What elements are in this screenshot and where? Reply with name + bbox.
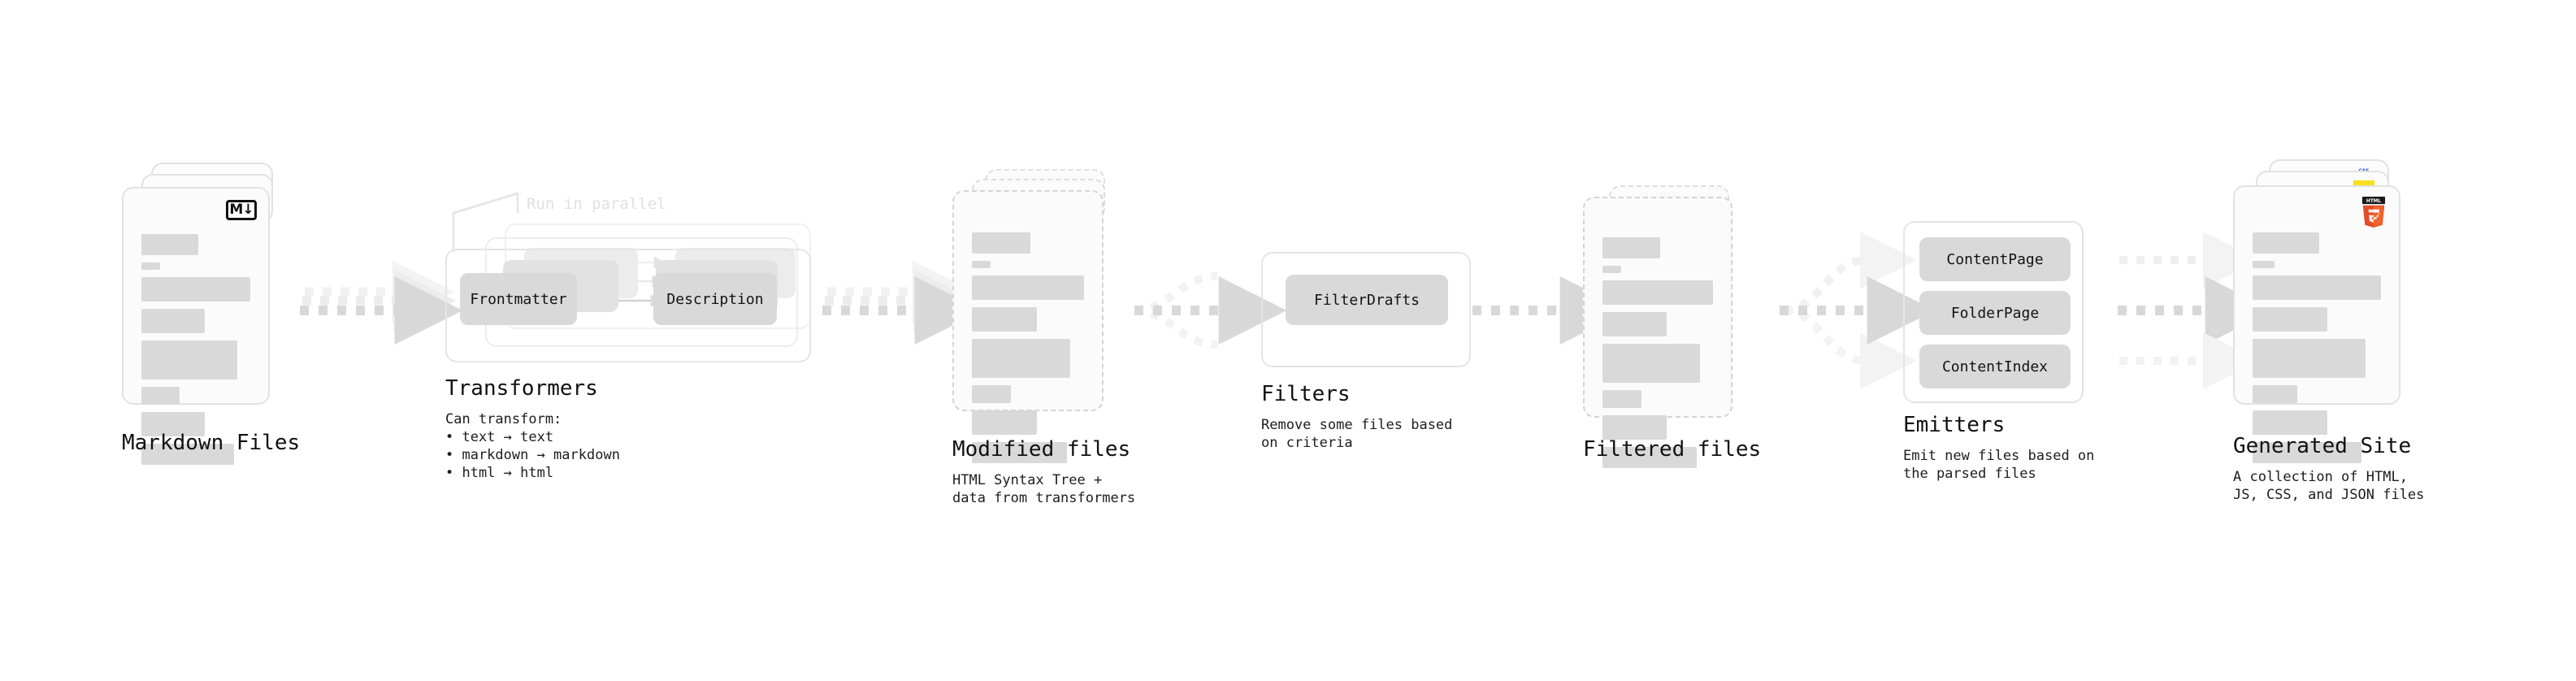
filtered-card-content — [1602, 237, 1713, 475]
chip-label: FilterDrafts — [1313, 291, 1420, 309]
modified-card-front[interactable] — [952, 190, 1104, 463]
modified-card-content — [972, 232, 1084, 471]
emitter-chip-contentpage[interactable]: ContentPage — [1919, 237, 2071, 281]
generated-site-subtitle: A collection of HTML, JS, CSS, and JSON … — [2233, 469, 2425, 503]
markdown-card-content — [141, 234, 250, 472]
connector-modified-to-filters — [1134, 272, 1287, 349]
transformers-title: Transformers — [445, 376, 598, 401]
content-bar — [141, 387, 180, 405]
modified-files-title: Modified files — [952, 437, 1131, 462]
connector-filtered-to-emitters — [1780, 232, 1936, 389]
filtered-files-title: Filtered files — [1583, 437, 1762, 462]
run-in-parallel-annotation: Run in parallel — [527, 195, 666, 213]
modified-files-subtitle: HTML Syntax Tree + data from transformer… — [952, 472, 1136, 506]
content-bar — [972, 261, 991, 268]
filtered-files-stack — [1583, 185, 1770, 468]
transformer-box-front[interactable]: Frontmatter Description — [445, 249, 811, 362]
content-bar — [1602, 280, 1713, 305]
transformers-subtitle: Can transform: • text → text • markdown … — [445, 411, 620, 481]
markdown-card-front[interactable]: M↓ — [122, 187, 270, 465]
content-bar — [1602, 312, 1667, 336]
generated-card-content — [2253, 232, 2381, 471]
content-bar — [141, 309, 205, 333]
transformer-chip-description[interactable]: Description — [653, 273, 777, 325]
content-bar — [972, 275, 1084, 300]
content-bar — [2253, 339, 2366, 378]
content-bar — [972, 232, 1030, 254]
generated-site-title: Generated Site — [2233, 434, 2412, 458]
content-bar — [1602, 237, 1660, 258]
content-bar — [141, 262, 160, 270]
filters-box[interactable]: FilterDrafts — [1261, 252, 1471, 367]
emitter-chip-contentindex[interactable]: ContentIndex — [1919, 345, 2071, 388]
chip-label: ContentPage — [1946, 250, 2044, 268]
content-bar — [141, 340, 237, 380]
content-bar — [141, 277, 250, 301]
content-bar — [2253, 385, 2298, 403]
filter-chip-filterdrafts[interactable]: FilterDrafts — [1286, 275, 1448, 325]
markdown-files-title: Markdown Files — [122, 431, 301, 455]
content-bar — [2253, 232, 2320, 254]
connector-transformers-to-modified — [822, 260, 983, 345]
svg-text:HTML: HTML — [2366, 199, 2381, 204]
emitters-box[interactable]: ContentPage FolderPage ContentIndex — [1903, 221, 2084, 403]
markdown-badge: M↓ — [226, 200, 257, 220]
content-bar — [1602, 390, 1641, 408]
content-bar — [1602, 266, 1622, 273]
content-bar — [141, 234, 198, 255]
content-bar — [141, 412, 205, 436]
content-bar — [972, 410, 1038, 435]
content-bar — [1602, 447, 1697, 468]
html5-badge: HTML — [2361, 197, 2386, 228]
chip-label: Description — [666, 290, 764, 308]
content-bar — [2253, 261, 2275, 268]
content-bar — [972, 307, 1038, 332]
filtered-card-front[interactable] — [1583, 197, 1733, 468]
generated-site-stack: CSS HTML — [2233, 159, 2428, 463]
connector-emitters-to-generated — [2118, 232, 2274, 389]
content-bar — [1602, 415, 1667, 440]
transformer-chip-frontmatter[interactable]: Frontmatter — [460, 273, 577, 325]
emitters-subtitle: Emit new files based on the parsed files — [1903, 448, 2095, 482]
emitters-title: Emitters — [1903, 413, 2006, 437]
chip-label: ContentIndex — [1941, 358, 2049, 375]
content-bar — [972, 442, 1068, 463]
markdown-files-stack: M↓ M↓ M↓ — [122, 163, 309, 465]
chip-label: FolderPage — [1950, 304, 2040, 322]
content-bar — [2253, 307, 2327, 332]
transformers-stack: Frontmatter Description — [445, 195, 827, 366]
filters-subtitle: Remove some files based on criteria — [1261, 417, 1453, 451]
content-bar — [1602, 344, 1700, 383]
content-bar — [2253, 442, 2362, 463]
generated-card-front-html[interactable]: HTML — [2233, 185, 2400, 463]
emitter-chip-folderpage[interactable]: FolderPage — [1919, 291, 2071, 335]
modified-files-stack — [952, 169, 1139, 463]
content-bar — [2253, 410, 2327, 435]
content-bar — [972, 339, 1071, 378]
connector-markdown-to-transformers — [300, 260, 463, 345]
content-bar — [972, 385, 1012, 403]
filters-title: Filters — [1261, 382, 1351, 406]
content-bar — [141, 444, 234, 465]
chip-label: Frontmatter — [470, 290, 567, 308]
content-bar — [2253, 275, 2381, 300]
